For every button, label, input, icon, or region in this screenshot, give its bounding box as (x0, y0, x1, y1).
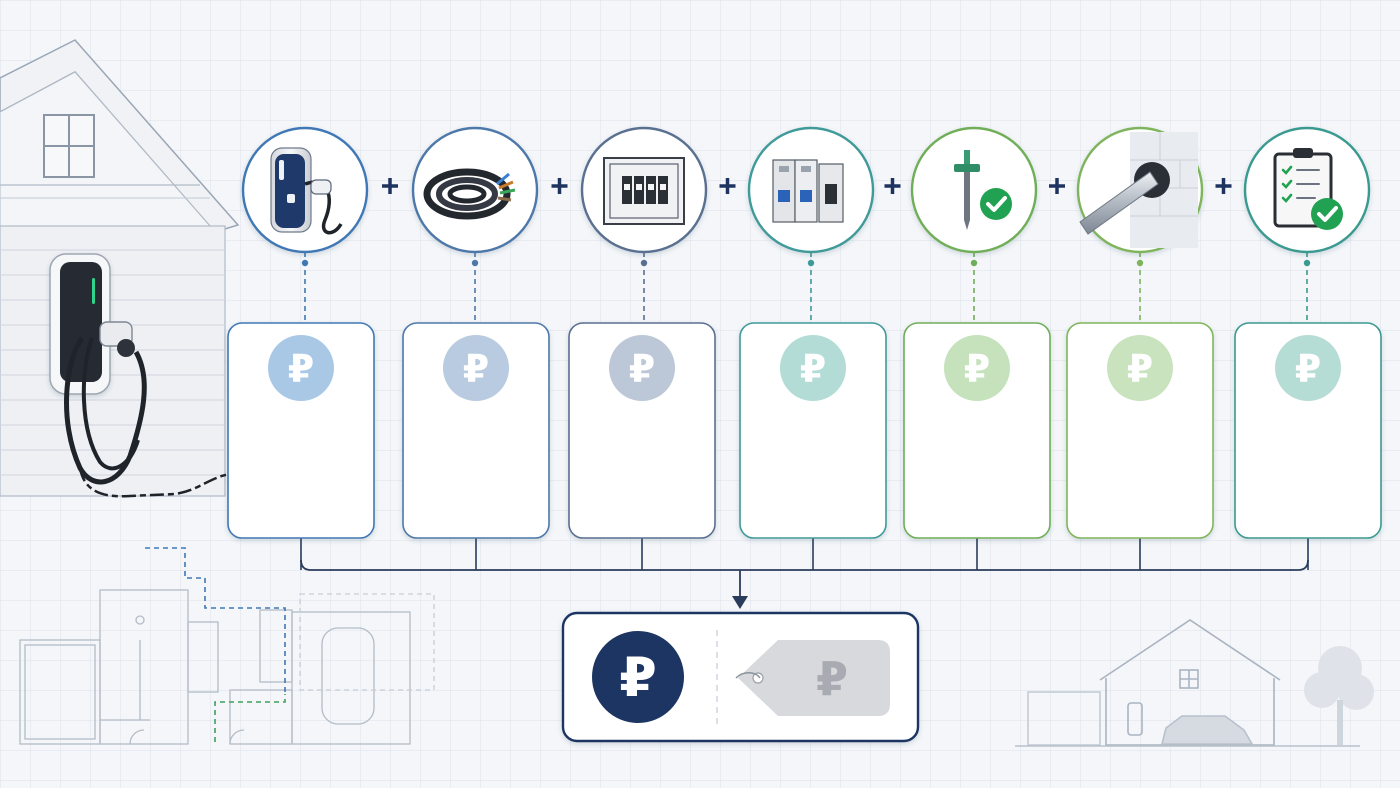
total-arrow-head (732, 596, 748, 609)
cost-cards: ₽ ₽ ₽ ₽ ₽ ₽ ₽ (227, 322, 1382, 539)
ruble-badge-distribution-panel (609, 335, 675, 401)
cost-card-circuit-breakers: ₽ (739, 322, 887, 539)
ruble-badge-ground-rod (944, 335, 1010, 401)
link-dot-ev-charger (301, 259, 309, 267)
plus-sign-icon (382, 178, 398, 194)
ruble-symbol-power-cable: ₽ (463, 347, 489, 391)
house-illustration-right (1015, 619, 1360, 747)
floor-plan-route-blue (145, 547, 286, 694)
cost-card-inspection-checklist: ₽ (1234, 322, 1382, 539)
ruble-badge-inspection-checklist (1275, 335, 1341, 401)
ruble-badge-circuit-breakers (780, 335, 846, 401)
summary-bus-line (300, 559, 1309, 571)
tree-illustration (1304, 646, 1374, 745)
cost-card-wall-conduit: ₽ (1066, 322, 1214, 539)
plus-signs (382, 178, 1232, 194)
component-circle-ground-rod (910, 126, 1038, 254)
distribution-panel-icon (603, 157, 685, 225)
ruble-badge-power-cable (443, 335, 509, 401)
ruble-badge-ev-charger (268, 335, 334, 401)
total-currency-symbol: ₽ (619, 646, 657, 709)
link-dot-inspection-checklist (1303, 259, 1311, 267)
link-dot-power-cable (471, 259, 479, 267)
wall-ev-charger (49, 253, 231, 498)
cost-card-ev-charger: ₽ (227, 322, 375, 539)
circuit-breaker-icon (772, 159, 844, 223)
plus-sign-icon (1049, 178, 1065, 194)
cable-coil-icon (423, 168, 516, 220)
ruble-symbol-wall-conduit: ₽ (1127, 347, 1153, 391)
plus-sign-icon (884, 178, 901, 194)
component-icons (241, 126, 1371, 254)
link-dot-wall-conduit (1136, 259, 1144, 267)
cost-card-power-cable: ₽ (402, 322, 550, 539)
floor-plan-route-green (214, 694, 286, 742)
link-dot-ground-rod (970, 259, 978, 267)
ruble-symbol-ev-charger: ₽ (288, 347, 314, 391)
cost-card-distribution-panel: ₽ (568, 322, 716, 539)
link-dot-distribution-panel (640, 259, 648, 267)
component-circle-power-cable (411, 126, 539, 254)
house-window (43, 114, 95, 178)
ground-rod-icon (954, 150, 1012, 230)
cost-card-ground-rod: ₽ (903, 322, 1051, 539)
plus-sign-icon (1215, 178, 1232, 194)
plus-sign-icon (719, 178, 736, 194)
ruble-symbol-circuit-breakers: ₽ (800, 347, 826, 391)
ruble-symbol-distribution-panel: ₽ (629, 347, 655, 391)
component-circle-inspection-checklist (1243, 126, 1371, 254)
plus-sign-icon (551, 178, 568, 194)
component-circle-distribution-panel (580, 126, 708, 254)
wall-conduit-icon (1079, 132, 1198, 248)
ev-charger-icon (270, 147, 343, 235)
ruble-symbol-inspection-checklist: ₽ (1295, 347, 1321, 391)
ruble-symbol-ground-rod: ₽ (964, 347, 990, 391)
component-circle-circuit-breakers (747, 126, 875, 254)
component-circle-wall-conduit (1076, 126, 1204, 254)
tag-currency-symbol: ₽ (816, 652, 848, 706)
floor-plan-sketch (19, 589, 435, 745)
price-tag-icon (735, 640, 890, 716)
ruble-badge-wall-conduit (1107, 335, 1173, 401)
link-dot-circuit-breakers (807, 259, 815, 267)
checklist-icon (1273, 148, 1343, 230)
total-cost-box: ₽ ₽ (561, 611, 920, 743)
component-circle-ev-charger (241, 126, 369, 254)
house-illustration-left (0, 39, 240, 497)
connectors (300, 252, 1311, 609)
ruble-icon (592, 631, 684, 723)
